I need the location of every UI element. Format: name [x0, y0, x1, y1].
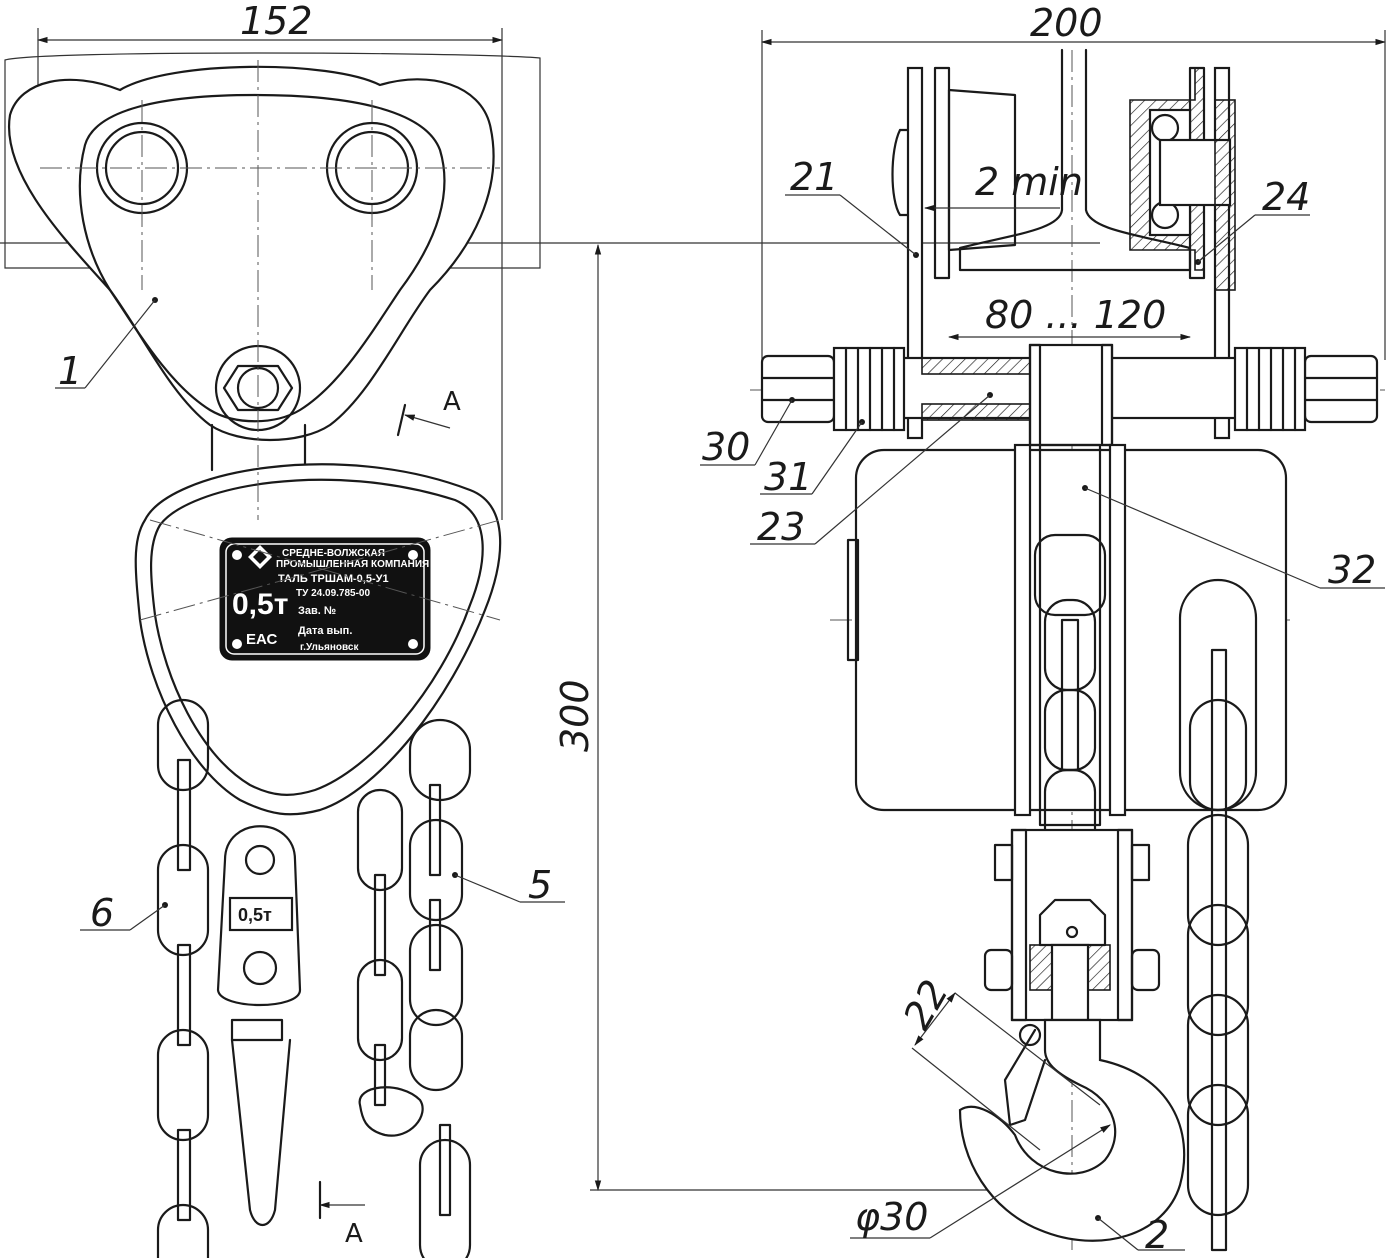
model-text: ТАЛЬ ТРШАМ-0,5-У1 — [278, 573, 389, 585]
rail-outline — [4, 52, 541, 269]
section-mark-bottom: A — [318, 1180, 365, 1249]
nameplate-plate — [219, 537, 431, 661]
callout-30-label: 30 — [702, 425, 750, 469]
hook — [958, 1018, 1186, 1242]
callout-32: 32 — [1082, 485, 1385, 592]
dimension-22-label: 22 — [895, 973, 957, 1037]
section-mark-top: A — [396, 387, 461, 437]
dimension-phi30: φ30 — [850, 1124, 1111, 1239]
callout-32-label: 32 — [1328, 548, 1376, 592]
dimension-152: 152 — [36, 0, 504, 520]
dimension-80-120: 80 ... 120 — [947, 293, 1192, 341]
callout-6: 6 — [80, 891, 168, 935]
side-view: 200 2 min 80 ... 120 — [700, 1, 1387, 1257]
dimension-phi30-label: φ30 — [855, 1195, 928, 1239]
nut-left — [760, 354, 836, 424]
callout-1: 1 — [55, 297, 158, 393]
callout-2-label: 2 — [1145, 1213, 1169, 1257]
spec-text: ТУ 24.09.785-00 — [296, 588, 370, 599]
wheel-left-side — [947, 88, 1017, 252]
i-beam — [958, 48, 1192, 272]
washer-pack-right — [1233, 346, 1307, 432]
callout-24: 24 — [1195, 175, 1310, 265]
washer-pack-left — [832, 346, 906, 432]
city-text: г.Ульяновск — [300, 642, 359, 653]
capacity-text: 0,5т — [232, 588, 288, 621]
dimension-200-label: 200 — [1030, 1, 1103, 45]
callout-2: 2 — [1095, 1213, 1185, 1257]
callout-31-label: 31 — [764, 455, 812, 499]
callout-21: 21 — [785, 155, 919, 258]
section-mark-top-label: A — [443, 387, 461, 417]
company-line1: СРЕДНЕ-ВОЛЖСКАЯ — [282, 548, 385, 559]
hook-block: 0,5т — [216, 825, 302, 1227]
callout-6-label: 6 — [90, 891, 114, 935]
callout-21-label: 21 — [790, 155, 838, 199]
callout-5: 5 — [452, 863, 565, 907]
dimension-2min-label: 2 min — [975, 160, 1083, 204]
load-chain — [156, 698, 210, 1258]
callout-1-label: 1 — [58, 349, 82, 393]
hand-chain — [356, 718, 472, 1258]
nameplate: СРЕДНЕ-ВОЛЖСКАЯ ПРОМЫШЛЕННАЯ КОМПАНИЯ ТА… — [219, 537, 431, 661]
hook-tag-plate — [228, 896, 294, 932]
dimension-80-120-label: 80 ... 120 — [985, 293, 1166, 337]
dimension-200: 200 — [760, 1, 1387, 360]
date-label: Дата вып. — [298, 625, 352, 637]
callout-30: 30 — [700, 397, 795, 469]
callout-23-label: 23 — [757, 505, 805, 549]
callout-24-label: 24 — [1262, 175, 1310, 219]
suspension-bracket — [1028, 343, 1114, 447]
callout-5-label: 5 — [528, 863, 552, 907]
dimension-2min: 2 min — [923, 160, 1083, 212]
serial-label: Зав. № — [298, 605, 336, 617]
eac-mark: ЕАС — [246, 631, 277, 648]
nut-right — [1303, 354, 1379, 424]
dimension-152-label: 152 — [240, 0, 313, 43]
body-inner-outline — [78, 93, 446, 423]
company-line2: ПРОМЫШЛЕННАЯ КОМПАНИЯ — [276, 559, 429, 570]
body-side — [854, 448, 1288, 812]
front-view: 152 — [0, 0, 1100, 1258]
callout-23: 23 — [750, 392, 993, 549]
callout-31: 31 — [760, 419, 865, 499]
dimension-300-label: 300 — [553, 679, 597, 752]
hook-tag-text: 0,5т — [238, 905, 272, 925]
section-mark-bottom-label: A — [345, 1219, 363, 1249]
